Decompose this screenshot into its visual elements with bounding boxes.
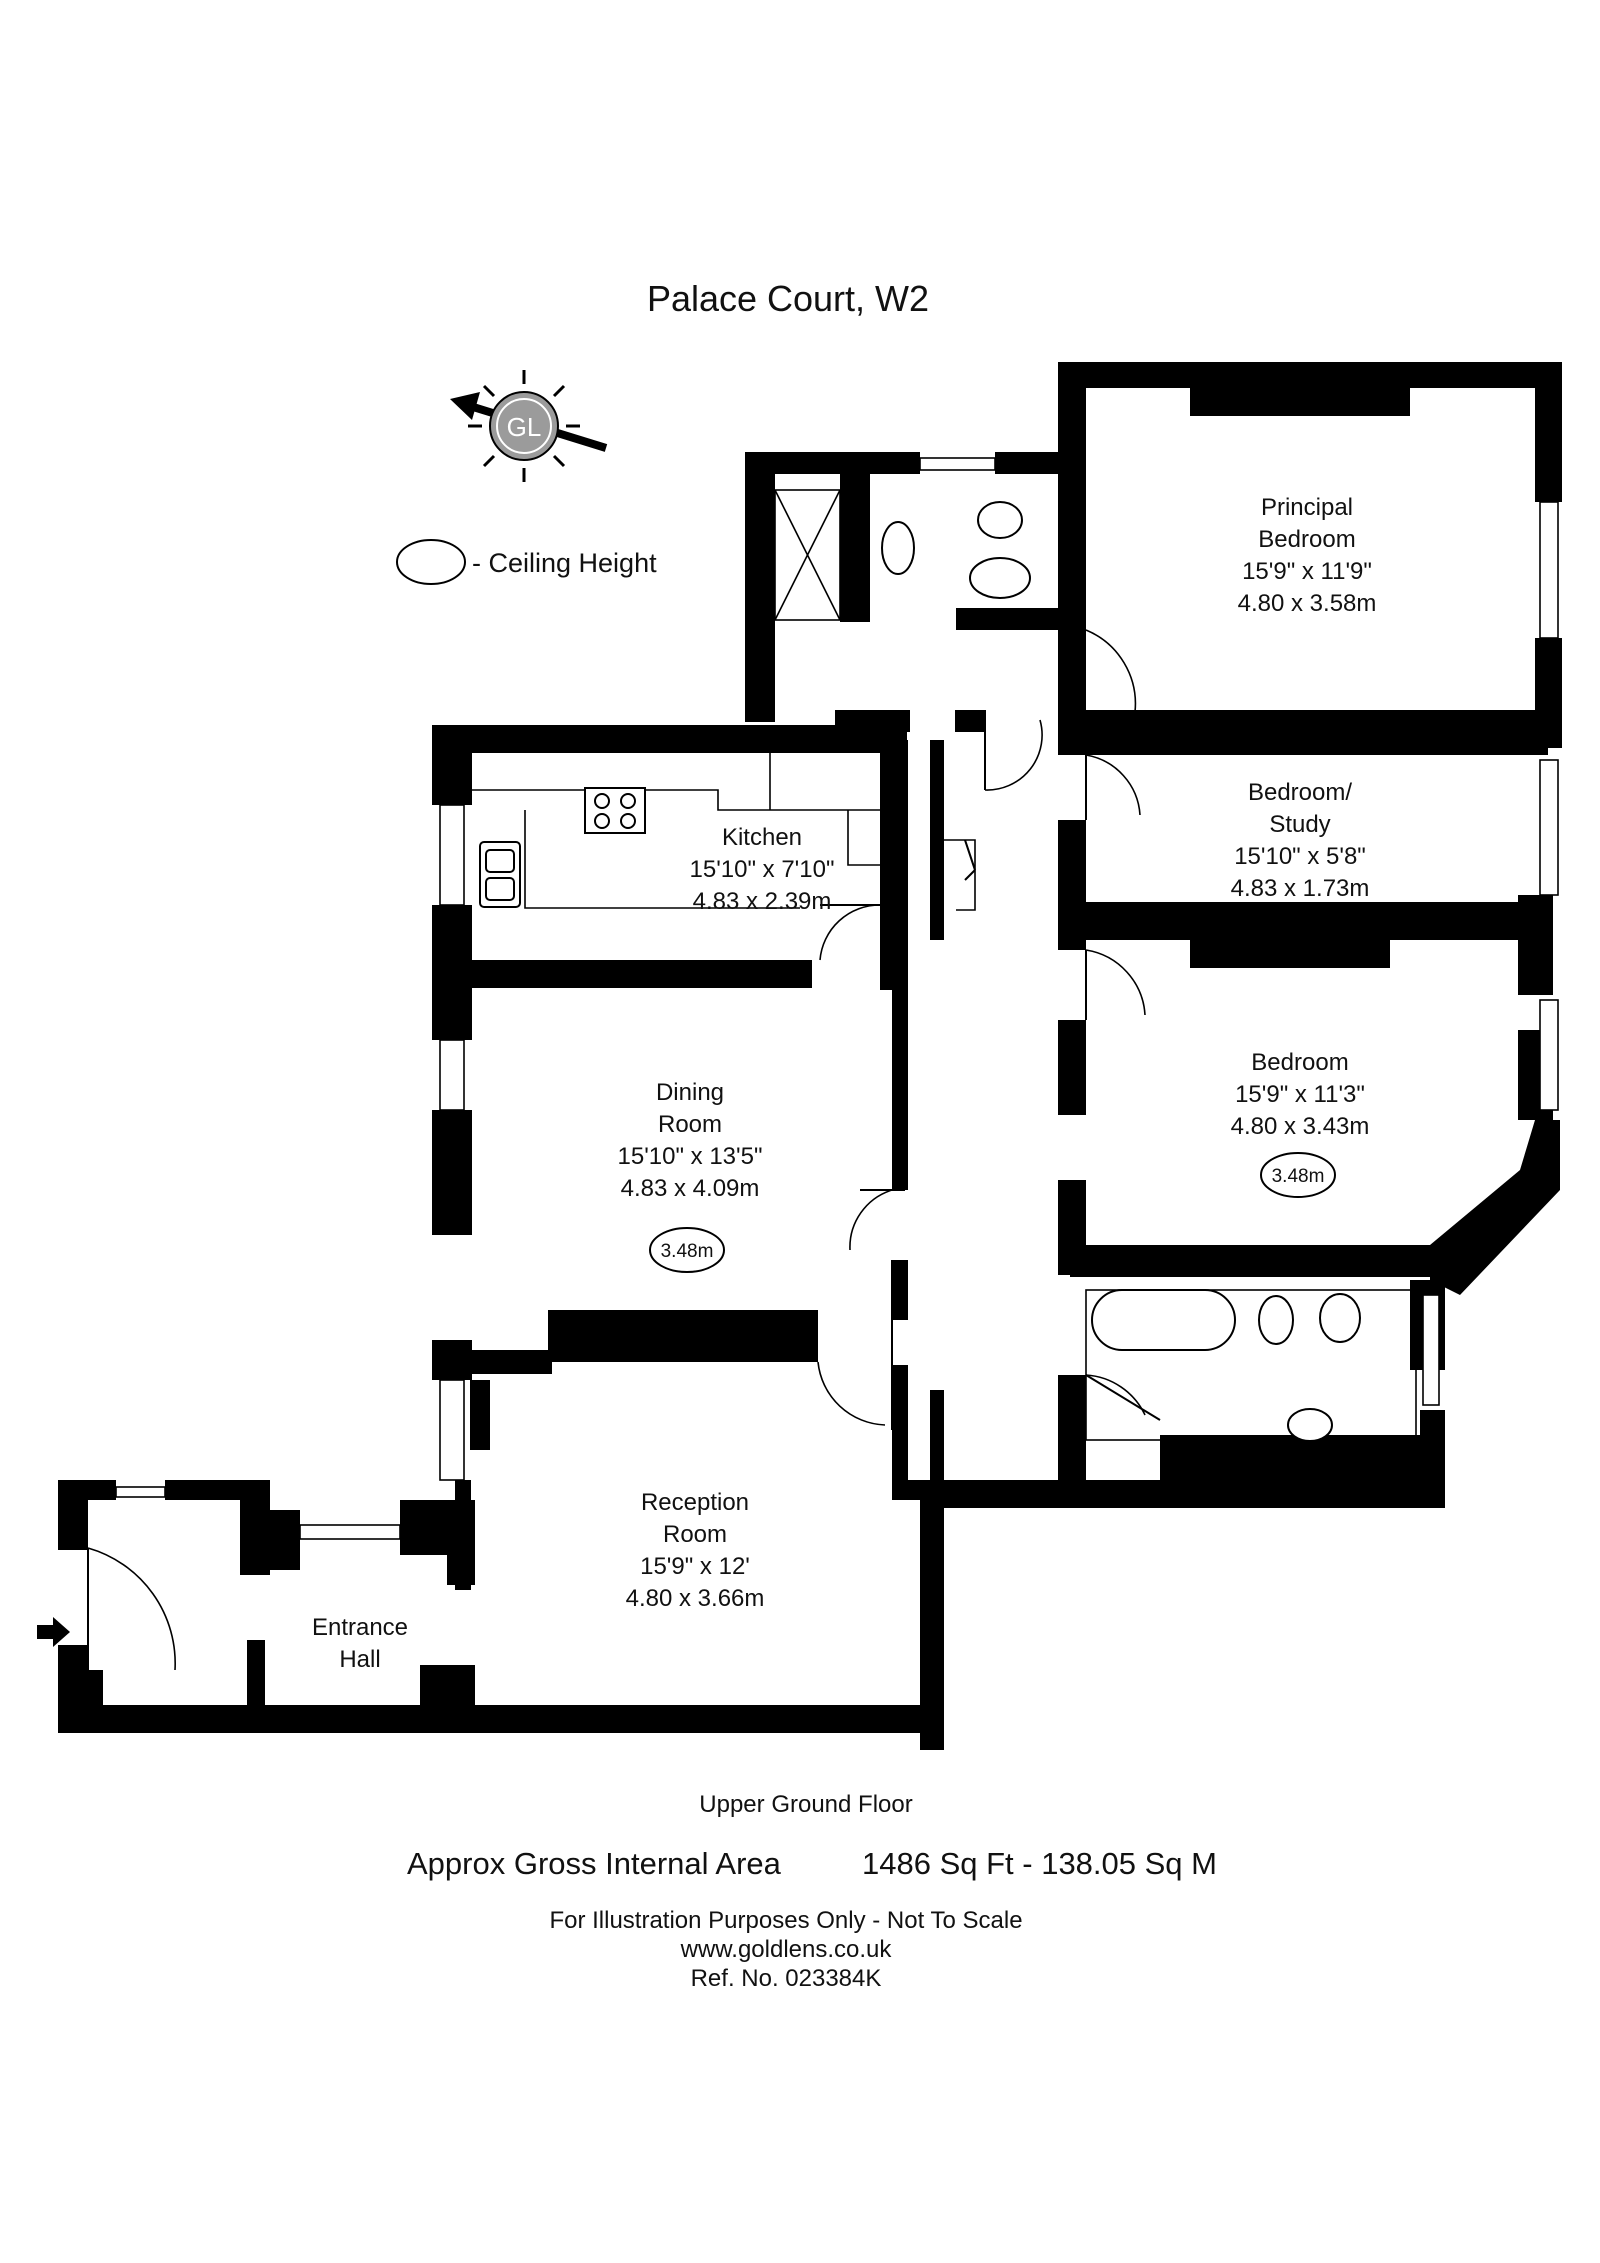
room-dimensions-imperial: 15'10" x 5'8" — [1234, 843, 1366, 870]
bath-icon — [1091, 1289, 1236, 1351]
ceiling-height: 3.48m — [661, 1241, 714, 1262]
room-name: Kitchen — [722, 824, 802, 851]
compass-label: GL — [507, 412, 542, 442]
room-entrance-hall: Entrance Hall — [312, 1614, 408, 1673]
room-dining-room: Dining Room 15'10" x 13'5" 4.83 x 4.09m … — [618, 1079, 763, 1273]
reference-number: Ref. No. 023384K — [691, 1965, 882, 1992]
room-bedroom-study: Bedroom/ Study 15'10" x 5'8" 4.83 x 1.73… — [1231, 779, 1370, 902]
room-name: Bedroom/ — [1248, 779, 1352, 806]
room-dimensions-metric: 4.83 x 1.73m — [1231, 875, 1370, 902]
area-value: 1486 Sq Ft - 138.05 Sq M — [862, 1846, 1217, 1881]
room-name: Room — [658, 1111, 722, 1138]
room-principal-bedroom: Principal Bedroom 15'9" x 11'9" 4.80 x 3… — [1238, 494, 1377, 617]
room-dimensions-metric: 4.80 x 3.43m — [1231, 1113, 1370, 1140]
room-dimensions-metric: 4.80 x 3.66m — [626, 1585, 765, 1612]
area-label: Approx Gross Internal Area — [407, 1846, 782, 1881]
basin-icon — [881, 521, 915, 575]
room-dimensions-imperial: 15'9" x 11'3" — [1235, 1081, 1365, 1108]
room-name: Principal — [1261, 494, 1353, 521]
entrance-arrow-icon — [37, 1617, 70, 1647]
website: www.goldlens.co.uk — [680, 1936, 893, 1963]
walls — [58, 362, 1562, 1750]
floor-label: Upper Ground Floor — [699, 1791, 912, 1818]
ceiling-marker-icon — [1260, 1152, 1336, 1198]
room-dimensions-imperial: 15'10" x 7'10" — [690, 856, 835, 883]
interior-lines — [472, 489, 1417, 1441]
room-name: Dining — [656, 1079, 724, 1106]
room-name: Hall — [339, 1646, 380, 1673]
ceiling-height: 3.48m — [1272, 1166, 1325, 1187]
room-dimensions-imperial: 15'9" x 11'9" — [1242, 558, 1372, 585]
compass-icon: GL — [450, 370, 608, 482]
room-dimensions-metric: 4.83 x 4.09m — [621, 1175, 760, 1202]
windows — [115, 457, 1559, 1540]
room-dimensions-imperial: 15'10" x 13'5" — [618, 1143, 763, 1170]
ceiling-marker-icon — [396, 539, 466, 585]
room-dimensions-imperial: 15'9" x 12' — [640, 1553, 750, 1580]
room-name: Room — [663, 1521, 727, 1548]
legend-text: - Ceiling Height — [472, 548, 657, 578]
toilet-icon-3 — [1319, 1293, 1361, 1343]
room-name: Bedroom — [1251, 1049, 1348, 1076]
room-name: Bedroom — [1258, 526, 1355, 553]
room-bedroom: Bedroom 15'9" x 11'3" 4.80 x 3.43m 3.48m — [1231, 1049, 1370, 1198]
plan-title: Palace Court, W2 — [647, 278, 929, 319]
ceiling-marker-icon — [649, 1227, 725, 1273]
room-name: Entrance — [312, 1614, 408, 1641]
toilet-icon-2 — [1258, 1295, 1294, 1345]
room-reception-room: Reception Room 15'9" x 12' 4.80 x 3.66m — [626, 1489, 765, 1612]
room-name: Study — [1269, 811, 1330, 838]
room-dimensions-metric: 4.83 x 2.39m — [693, 888, 832, 915]
room-name: Reception — [641, 1489, 749, 1516]
ceiling-height-legend: - Ceiling Height — [396, 539, 657, 585]
disclaimer: For Illustration Purposes Only - Not To … — [549, 1907, 1022, 1934]
basin-icon-2 — [1287, 1408, 1333, 1442]
toilet-icon — [977, 501, 1023, 539]
hob-icon — [584, 787, 646, 834]
fixtures — [479, 501, 1361, 1442]
room-kitchen: Kitchen 15'10" x 7'10" 4.83 x 2.39m — [690, 824, 835, 915]
doors — [87, 629, 1161, 1680]
room-dimensions-metric: 4.80 x 3.58m — [1238, 590, 1377, 617]
